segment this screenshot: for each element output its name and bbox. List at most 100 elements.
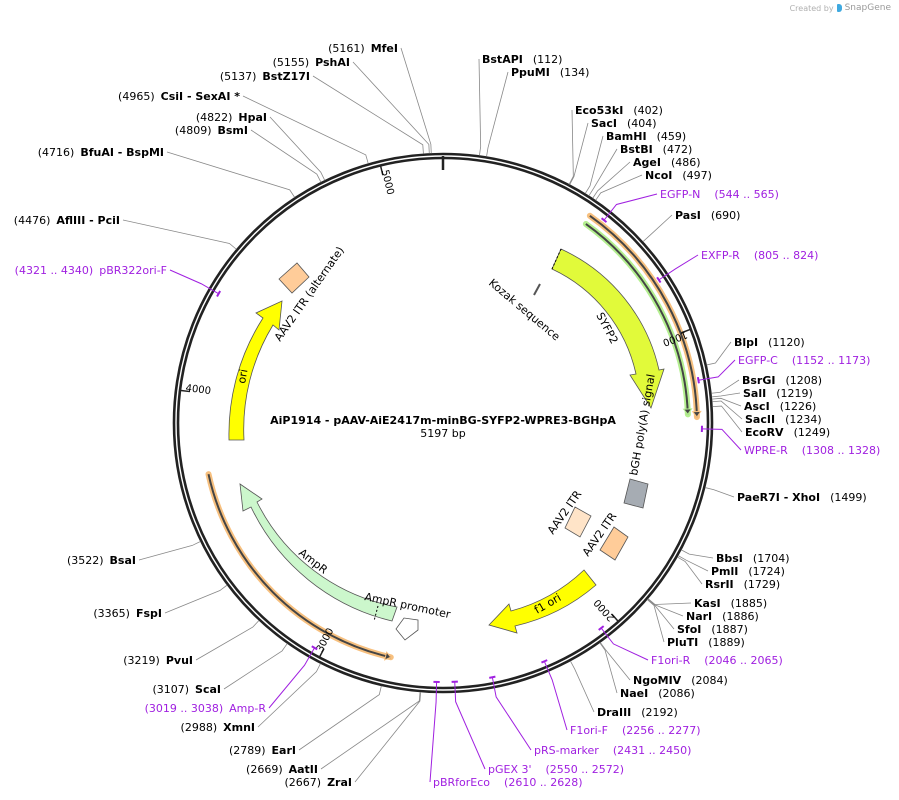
site-label[interactable]: (2988)XmnI [181,721,255,734]
restriction-site[interactable]: (3107)ScaI [152,643,288,696]
restriction-site[interactable]: SalI(1219) [711,387,813,400]
primer-f1ori-f[interactable]: F1ori-F(2256 .. 2277) [541,659,701,737]
restriction-site[interactable]: RsrII(1729) [677,556,780,591]
feature-aav2-itr-outer[interactable] [599,526,629,561]
site-label[interactable]: PaeR7I - XhoI(1499) [737,491,867,504]
restriction-site[interactable]: BstBI(472) [588,143,692,196]
restriction-site[interactable]: BamHI(459) [584,130,686,194]
primer-label[interactable]: pRS-marker(2431 .. 2450) [534,744,691,757]
restriction-site[interactable]: SacI(404) [569,117,657,185]
restriction-site[interactable]: KasI(1885) [647,597,767,610]
site-label[interactable]: (3219)PvuI [123,654,193,667]
site-label[interactable]: BsrGI(1208) [742,374,822,387]
restriction-site[interactable]: AscI(1226) [711,397,816,413]
site-label[interactable]: (4965)CsiI - SexAI * [118,90,240,103]
restriction-site[interactable]: PpuMI(134) [486,66,590,157]
primer-label[interactable]: WPRE-R(1308 .. 1328) [744,444,880,457]
site-label[interactable]: AgeI(486) [633,156,701,169]
site-label[interactable]: (4476)AflIII - PciI [14,214,120,227]
primer-label[interactable]: F1ori-F(2256 .. 2277) [570,724,701,737]
primer-label[interactable]: pBRforEco(2610 .. 2628) [433,776,583,789]
site-label[interactable]: (5161)MfeI [328,42,398,55]
restriction-site[interactable]: (5155)PshAI [273,56,430,154]
feature-kozak-marker[interactable] [533,283,541,296]
restriction-site[interactable]: NarI(1886) [647,598,759,623]
site-label[interactable]: (5155)PshAI [273,56,350,69]
restriction-site[interactable]: PasI(690) [642,209,740,242]
primer-label[interactable]: EXFP-R(805 .. 824) [701,249,818,262]
primer-egfp-n[interactable]: EGFP-N(544 .. 565) [600,188,779,223]
primer-exfp-r[interactable]: EXFP-R(805 .. 824) [656,249,818,284]
restriction-site[interactable]: PmlI(1724) [677,555,785,578]
site-label[interactable]: Eco53kI(402) [575,104,663,117]
feature-aav2-itr-alternate[interactable] [278,262,310,294]
restriction-site[interactable]: DraIII(2192) [570,660,678,719]
site-label[interactable]: SacII(1234) [745,413,822,426]
primer-label[interactable]: EGFP-N(544 .. 565) [660,188,779,201]
restriction-site[interactable]: SacII(1234) [712,400,822,426]
feature-aav2-itr-inner[interactable] [564,506,592,538]
site-label[interactable]: PpuMI(134) [511,66,589,79]
primer-amp-r[interactable]: (3019 .. 3038)Amp-R [145,645,318,715]
site-label[interactable]: (3365)FspI [93,607,162,620]
restriction-site[interactable]: SfoI(1887) [647,598,748,636]
site-label[interactable]: (4822)HpaI [196,111,267,124]
site-label[interactable]: (4809)BsmI [175,124,248,137]
site-label[interactable]: (5137)BstZ17I [220,70,310,83]
primer-label[interactable]: EGFP-C(1152 .. 1173) [738,354,870,367]
site-label[interactable]: NaeI(2086) [620,687,695,700]
site-label[interactable]: PasI(690) [675,209,740,222]
feature-ori[interactable] [228,300,283,441]
site-label[interactable]: (2789)EarI [229,744,296,757]
site-label[interactable]: (4716)BfuAI - BspMI [38,146,164,159]
site-label[interactable]: BbsI(1704) [716,552,789,565]
primer-pbrforeco[interactable]: pBRforEco(2610 .. 2628) [429,680,583,789]
primer-egfp-c[interactable]: EGFP-C(1152 .. 1173) [696,354,870,384]
restriction-site[interactable]: NgoMIV(2084) [600,642,728,687]
site-label[interactable]: EcoRV(1249) [745,426,830,439]
restriction-site[interactable]: BlpI(1120) [706,336,805,366]
site-label[interactable]: NarI(1886) [686,610,759,623]
restriction-site[interactable]: (2667)ZraI [285,692,422,789]
restriction-site[interactable]: (2789)EarI [229,685,382,757]
primer-label[interactable]: (3019 .. 3038)Amp-R [145,702,267,715]
restriction-site[interactable]: AgeI(486) [592,156,701,199]
site-label[interactable]: PluTI(1889) [667,636,745,649]
feature-syfp2[interactable] [551,248,665,409]
restriction-site[interactable]: BsrGI(1208) [711,374,822,394]
restriction-site[interactable]: (3522)BsaI [67,541,201,567]
site-label[interactable]: BstAPI(112) [482,53,562,66]
restriction-site[interactable]: Eco53kI(402) [568,104,663,185]
site-label[interactable]: PmlI(1724) [711,565,785,578]
primer-label[interactable]: (4321 .. 4340)pBR322ori-F [15,264,167,277]
primer-f1ori-r[interactable]: F1ori-R(2046 .. 2065) [598,625,783,667]
site-label[interactable]: (2669)AatII [246,763,318,776]
site-label[interactable]: DraIII(2192) [597,706,678,719]
restriction-site[interactable]: BstAPI(112) [478,53,562,156]
site-label[interactable]: SfoI(1887) [677,623,748,636]
site-label[interactable]: BlpI(1120) [734,336,805,349]
site-label[interactable]: BamHI(459) [606,130,686,143]
restriction-site[interactable]: (4965)CsiI - SexAI * [118,90,369,164]
restriction-site[interactable]: (3365)FspI [93,584,228,620]
restriction-site[interactable]: EcoRV(1249) [712,405,831,439]
feature-ampr[interactable] [239,483,398,622]
primer-wpre-r[interactable]: WPRE-R(1308 .. 1328) [700,425,880,457]
site-label[interactable]: (3107)ScaI [152,683,221,696]
site-label[interactable]: KasI(1885) [694,597,767,610]
restriction-site[interactable]: NaeI(2086) [599,642,695,700]
restriction-site[interactable]: (3219)PvuI [123,620,260,667]
primer-label[interactable]: pGEX 3'(2550 .. 2572) [488,763,624,776]
site-label[interactable]: (2667)ZraI [285,776,353,789]
restriction-site[interactable]: (4716)BfuAI - BspMI [38,146,296,198]
restriction-site[interactable]: BbsI(1704) [681,549,789,565]
site-label[interactable]: AscI(1226) [744,400,816,413]
site-label[interactable]: BstBI(472) [620,143,692,156]
primer-pbr322ori-f[interactable]: (4321 .. 4340)pBR322ori-F [15,264,222,297]
site-label[interactable]: NcoI(497) [645,169,712,182]
site-label[interactable]: RsrII(1729) [705,578,780,591]
restriction-site[interactable]: PluTI(1889) [646,599,745,649]
site-label[interactable]: (3522)BsaI [67,554,136,567]
restriction-site[interactable]: (4809)BsmI [175,124,322,183]
restriction-site[interactable]: (4476)AflIII - PciI [14,214,237,250]
